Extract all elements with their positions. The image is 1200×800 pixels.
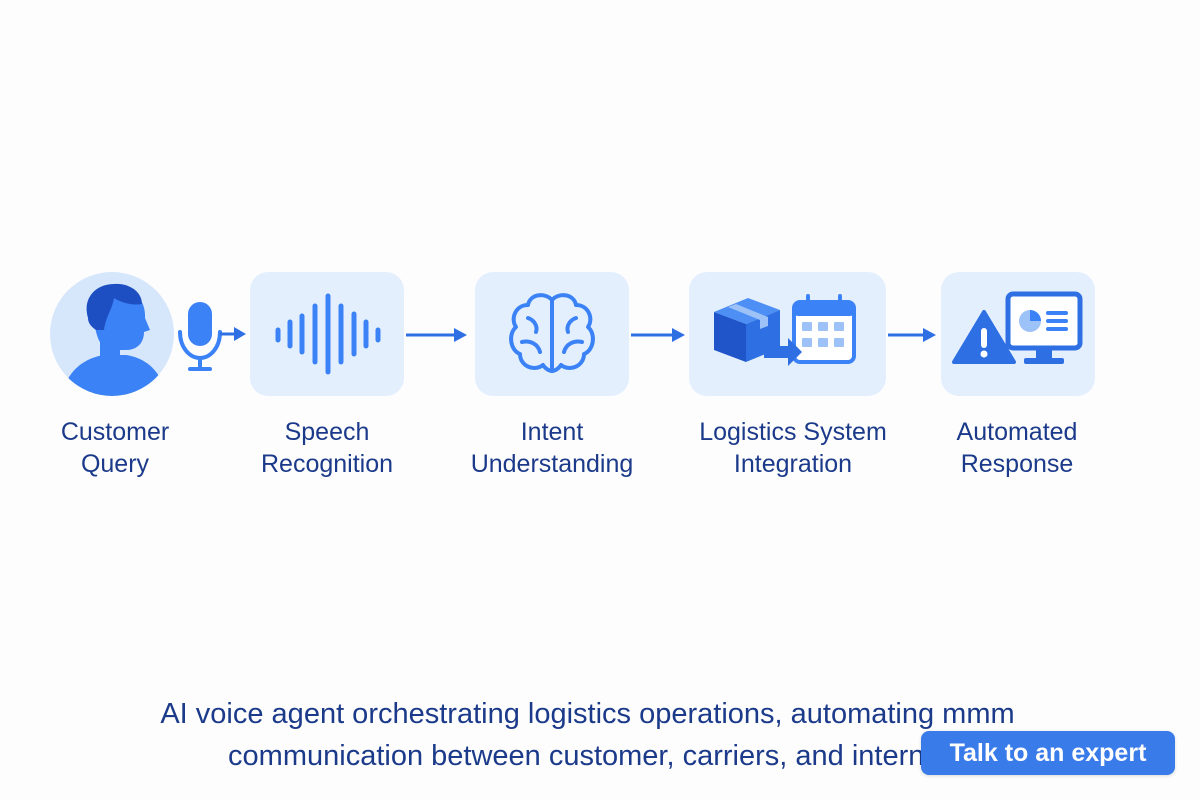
arrow-1 <box>220 327 246 341</box>
caption: AI voice agent orchestrating logistics o… <box>0 693 1175 777</box>
step-automated-response-node <box>941 272 1095 396</box>
step-label-line: Speech <box>284 418 370 446</box>
step-label-line: Recognition <box>260 450 394 478</box>
step-logistics-integration-node <box>689 272 886 396</box>
alert-monitor-icon <box>952 291 1083 364</box>
step-label-speech-recognition: Speech Recognition <box>261 416 393 480</box>
step-label-line: Response <box>960 450 1074 478</box>
step-intent-understanding-node <box>475 272 629 396</box>
step-label-customer-query: Customer Query <box>61 416 169 480</box>
step-label-line: Query <box>80 450 150 478</box>
brain-icon <box>509 293 595 373</box>
step-label-logistics-integration: Logistics System Integration <box>699 416 887 480</box>
talk-to-expert-button[interactable]: Talk to an expert <box>921 731 1175 775</box>
person-icon <box>62 283 166 396</box>
arrow-3 <box>631 328 685 342</box>
step-label-intent-understanding: Intent Understanding <box>471 416 634 480</box>
sound-wave-icon <box>275 293 381 375</box>
package-calendar-icon <box>714 294 856 366</box>
step-label-line: Integration <box>733 450 853 478</box>
step-speech-recognition-node <box>250 272 404 396</box>
arrow-4 <box>888 328 936 342</box>
arrow-2 <box>406 328 467 342</box>
step-label-line: Customer <box>60 418 170 446</box>
step-label-line: Automated <box>956 418 1078 446</box>
step-label-automated-response: Automated Response <box>957 416 1078 480</box>
step-label-line: Understanding <box>470 450 634 478</box>
step-label-line: Intent <box>520 418 584 446</box>
step-customer-query-node <box>50 272 174 396</box>
step-label-line: Logistics System <box>699 418 887 446</box>
microphone-icon <box>178 302 222 371</box>
caption-line-2: communication between customer, carriers… <box>228 740 947 772</box>
caption-line-1: AI voice agent orchestrating logistics o… <box>160 698 1015 730</box>
